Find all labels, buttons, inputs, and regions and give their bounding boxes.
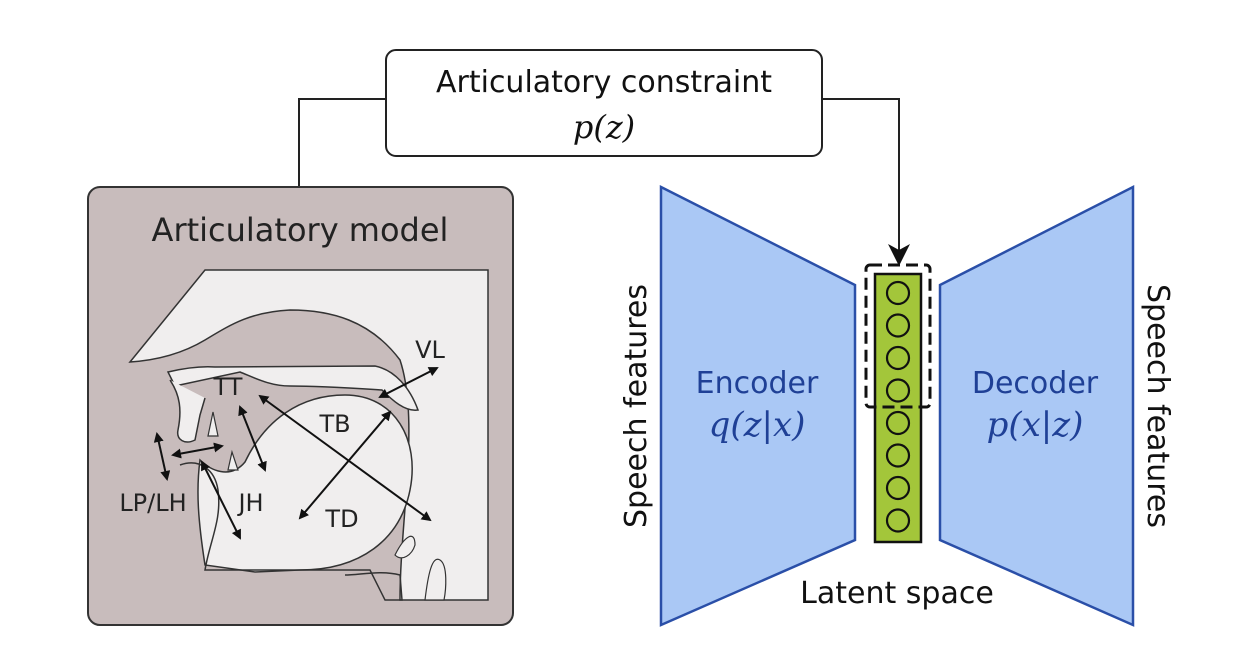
epiglottis	[394, 535, 416, 559]
larynx	[424, 558, 447, 601]
constraint-title: Articulatory constraint	[436, 65, 772, 100]
articulatory-model-box: Articulatory model TT TB VL LP/LH JH TD	[87, 186, 514, 626]
decoder-label: Decoder	[972, 366, 1099, 401]
latent-unit	[885, 280, 911, 306]
upper-teeth	[207, 411, 219, 437]
label-tb: TB	[318, 410, 350, 438]
label-jh: JH	[236, 489, 263, 517]
latent-unit	[885, 378, 911, 403]
latent-unit	[885, 475, 911, 501]
latent-space-label: Latent space	[800, 576, 994, 611]
decoder-block: Decoder p(x|z)	[938, 184, 1135, 627]
latent-space: Latent space	[800, 263, 994, 611]
lp-arrow	[153, 432, 171, 481]
speech-features-right: Speech features	[1140, 284, 1175, 528]
decoder-formula: p(x|z)	[987, 405, 1084, 445]
connector-arrow-right	[821, 98, 910, 266]
label-lp-lh: LP/LH	[119, 489, 186, 517]
skull-outline	[128, 269, 489, 601]
latent-unit	[885, 345, 911, 371]
latent-units-group	[885, 280, 911, 533]
latent-unit	[885, 410, 911, 436]
encoder-block: Encoder q(z|x)	[659, 184, 857, 627]
label-tt: TT	[213, 373, 243, 401]
encoder-label: Encoder	[696, 366, 819, 401]
connector-line-left	[298, 98, 387, 187]
articulatory-model-title: Articulatory model	[152, 211, 449, 249]
constrained-units-bracket	[864, 263, 932, 409]
upper-lip	[169, 379, 206, 443]
lh-arrow	[171, 442, 224, 459]
latent-unit	[885, 508, 911, 533]
td-arrow	[298, 410, 392, 520]
vl-arrow	[378, 367, 439, 398]
jh-arrow	[201, 460, 241, 540]
latent-unit	[885, 443, 911, 468]
constraint-formula: p(z)	[573, 108, 635, 146]
encoder-formula: q(z|x)	[709, 405, 806, 445]
label-vl: VL	[415, 336, 445, 364]
latent-unit	[885, 313, 911, 338]
articulatory-constraint-box: Articulatory constraint p(z)	[385, 49, 823, 157]
label-td: TD	[324, 505, 358, 533]
speech-features-left: Speech features	[619, 284, 654, 528]
